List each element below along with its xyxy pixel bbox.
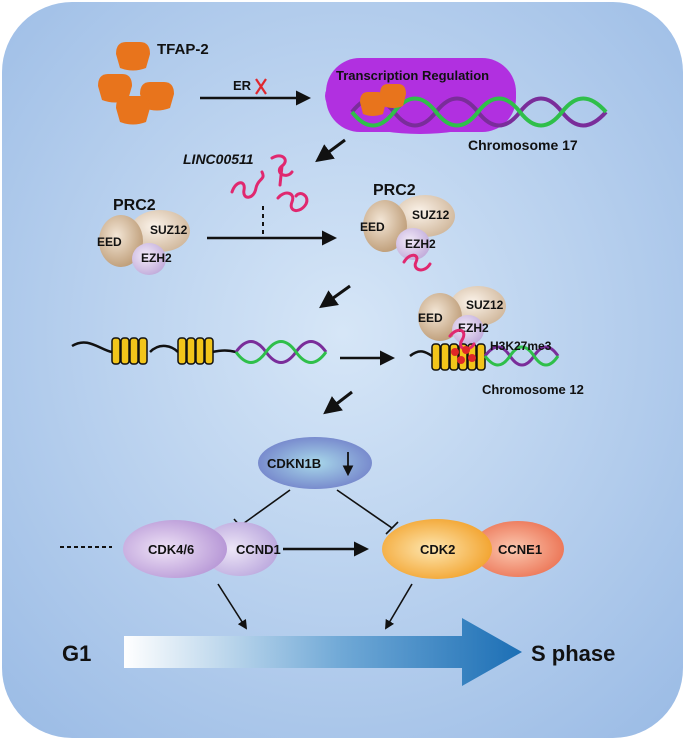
arrow-to-linc	[315, 138, 346, 163]
cdk46-label: CDK4/6	[148, 542, 194, 557]
linc00511-label: LINC00511	[183, 151, 254, 167]
chromatin-right	[409, 328, 560, 371]
tfap2-proteins	[98, 42, 174, 125]
eed-bound-label: EED	[418, 311, 443, 325]
chromosome-17-dna	[350, 96, 608, 128]
ezh2-left-label: EZH2	[141, 251, 172, 265]
prc2-complex-left: SUZ12 EED EZH2	[97, 210, 190, 275]
prc2-complex-right: SUZ12 EED EZH2	[360, 195, 455, 272]
prc2-right-label: PRC2	[373, 182, 416, 199]
eed-right-label: EED	[360, 220, 385, 234]
chromatin-left	[71, 337, 328, 365]
bound-rna-icon	[402, 253, 432, 272]
inhibition-lines	[233, 489, 399, 535]
h3k27me3-marks	[451, 346, 476, 364]
h3k27me3-label: H3K27me3	[490, 339, 552, 353]
chromosome-12-label: Chromosome 12	[482, 382, 584, 397]
prc2-left-label: PRC2	[113, 197, 156, 214]
ezh2-right-label: EZH2	[405, 237, 436, 251]
suz12-left-label: SUZ12	[150, 223, 188, 237]
suz12-bound-label: SUZ12	[466, 298, 504, 312]
cdk46-node	[123, 520, 227, 578]
cdk46-to-phase-arrow	[217, 583, 248, 630]
ccne1-label: CCNE1	[498, 542, 542, 557]
g1-to-s-phase-arrow	[124, 618, 522, 686]
s-phase-label: S phase	[531, 641, 615, 666]
ccnd1-label: CCND1	[236, 542, 281, 557]
tfap2-bound-proteins	[360, 84, 406, 116]
cdk2-node	[382, 519, 492, 579]
arrow-to-cdkn1b	[323, 390, 353, 415]
tfap2-label: TFAP-2	[157, 41, 209, 58]
chromosome-17-label: Chromosome 17	[468, 137, 578, 153]
ccne1-node	[472, 521, 564, 577]
transcription-regulation-label: Transcription Regulation	[336, 68, 489, 83]
suz12-right-label: SUZ12	[412, 208, 450, 222]
cdkn1b-label: CDKN1B	[267, 456, 321, 471]
prc2-complex-bound: SUZ12 EED EZH2	[418, 286, 506, 345]
cdk2-label: CDK2	[420, 542, 455, 557]
er-label: ER	[233, 78, 252, 93]
g1-label: G1	[62, 641, 91, 666]
ezh2-bound-label: EZH2	[458, 321, 489, 335]
linc00511-rna-icons	[230, 154, 309, 212]
er-inhibition-x-icon	[255, 78, 267, 95]
arrow-to-chromatin	[319, 284, 351, 309]
eed-left-label: EED	[97, 235, 122, 249]
cdk2-to-phase-arrow	[385, 583, 413, 630]
